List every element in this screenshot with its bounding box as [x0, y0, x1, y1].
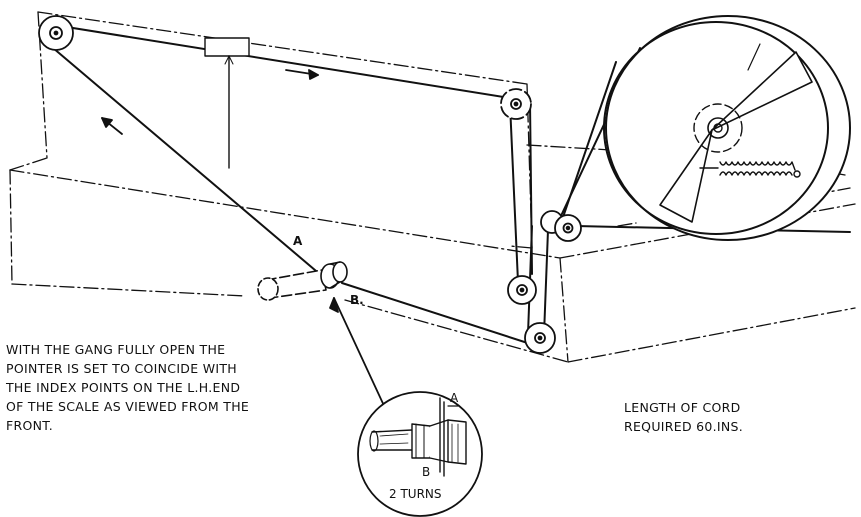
pulley-top-right [500, 88, 532, 120]
label-cord-point-b: B. [350, 293, 364, 307]
drive-drum [603, 15, 851, 241]
pulley-mid-right [507, 275, 537, 305]
note-line: REQUIRED 60.INS. [624, 419, 744, 434]
inset-detail [357, 391, 483, 517]
note-line: FRONT. [6, 418, 53, 433]
tuning-spindle [257, 261, 348, 301]
label-cord-point-a: A [293, 234, 303, 248]
note-line: POINTER IS SET TO COINCIDE WITH [6, 361, 237, 376]
tension-spring [699, 161, 801, 178]
note-line: WITH THE GANG FULLY OPEN THE [6, 342, 226, 357]
inset-leader-arrow [329, 297, 387, 411]
note-line: OF THE SCALE AS VIEWED FROM THE [6, 399, 250, 414]
setting-instructions-note: WITH THE GANG FULLY OPEN THE POINTER IS … [6, 340, 249, 435]
note-line: THE INDEX POINTS ON THE L.H.END [6, 380, 241, 395]
label-inset-turns: 2 TURNS [389, 487, 442, 501]
pulley-bottom-right [524, 322, 556, 354]
note-line: LENGTH OF CORD [624, 400, 741, 415]
label-inset-point-b: B [422, 465, 430, 479]
cord-length-note: LENGTH OF CORD REQUIRED 60.INS. [624, 398, 743, 436]
label-inset-point-a: A [450, 391, 459, 405]
pulley-drum-idler [540, 210, 582, 242]
dial-scale-plate [37, 11, 533, 249]
cord-direction-arrows [101, 69, 319, 135]
dial-pointer [204, 37, 250, 169]
pulley-top-left [38, 15, 74, 51]
